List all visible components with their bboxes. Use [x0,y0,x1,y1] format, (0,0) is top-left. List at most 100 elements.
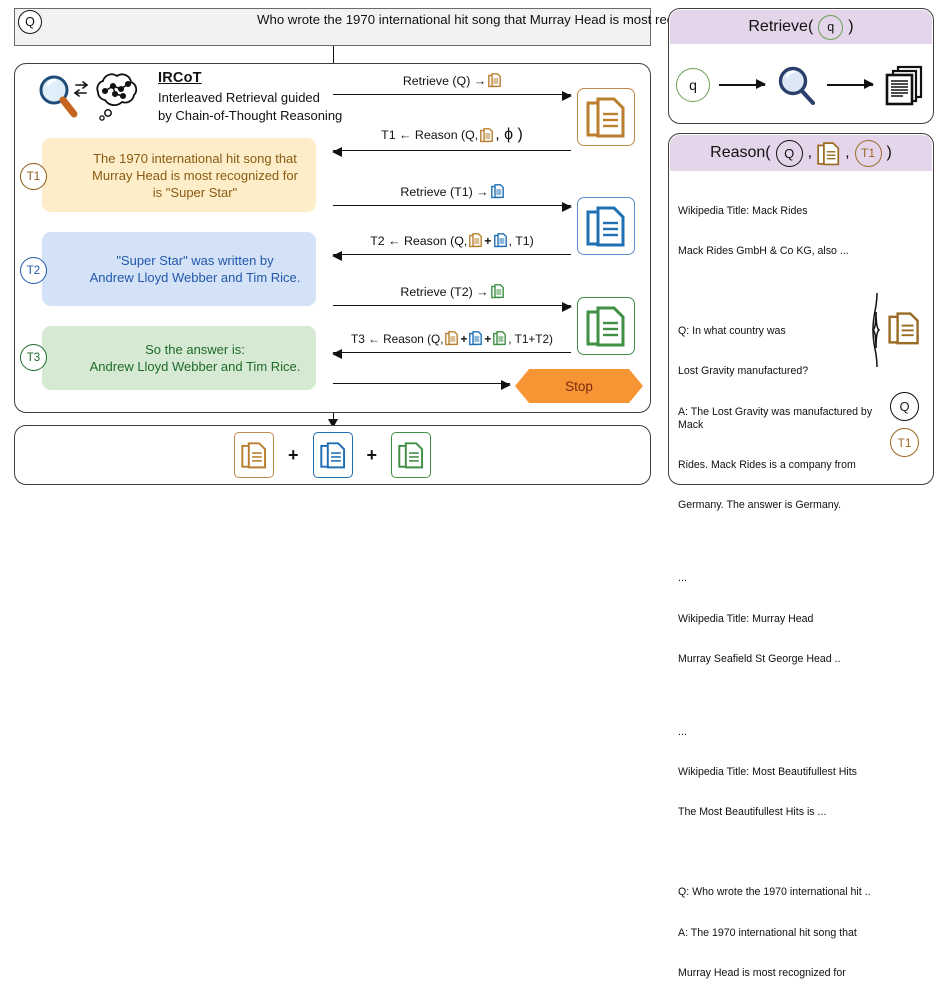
question-badge: Q [18,10,42,34]
plus-sign: + [484,233,492,248]
retrieve-flow-diagram: q [668,45,934,124]
reason-header-badge-t1: T1 [854,139,882,167]
docbox-small-brown [233,432,274,478]
document-stack-icon-brown [586,97,625,138]
retrieve-header-badge-q: q [818,14,844,40]
docbox-blue [577,197,635,255]
reason-header-suffix: ) [886,144,892,161]
document-icon-brown [445,331,459,346]
retrieve-header-prefix: Retrieve( [748,18,814,35]
document-icon-blue [493,233,507,248]
reason-line-9: ... [678,572,687,585]
reason-definition-panel: Reason( Q , , T1 ) [668,133,934,485]
reason-header-sep-2: , [845,144,850,161]
document-icon-brown [480,127,494,142]
reason-line-17: A: The 1970 international hit song that [678,926,857,939]
arrow-reason-t3: T3 ← Reason (Q, + + , T1+T2) [332,327,571,359]
thought-t3-line1: So the answer is: [145,342,245,357]
reason-side-badge-t1: T1 [890,428,919,457]
arrow-retrieve-q-label: Retrieve (Q) → [333,73,571,88]
retrieve-definition-panel: Retrieve( q ) [668,8,934,124]
document-stack-icon-blue [586,206,625,247]
ircot-subtitle-line2: by Chain-of-Thought Reasoning [158,108,343,123]
thought-box-t3: So the answer is: Andrew Lloyd Webber an… [42,326,316,390]
docbox-small-blue [312,432,353,478]
reason-header-sep-1: , [807,144,813,161]
reason-line-spacer-4 [678,847,890,860]
reason-line-2: Mack Rides GmbH & Co KG, also ... [678,245,849,258]
arrow-reason-t1: T1 ← Reason (Q, , ϕ ) [332,125,571,157]
document-icon-blue [490,184,504,199]
document-stack-icon-green [398,442,424,469]
thought-t1-line1: The 1970 international hit song that [93,150,297,166]
reason-line-5: Lost Gravity manufactured? [678,365,809,378]
reason-line-4: Q: In what country was [678,325,786,338]
ircot-title: IRCoT [158,70,202,86]
document-stack-icon-black [885,65,923,105]
question-text: Who wrote the 1970 international hit son… [257,11,746,27]
thought-t1-line2: Murray Head is most recognized for [92,167,298,183]
arrow-retrieve-t2: Retrieve (T2) → [333,280,572,312]
arrow-retrieve-t2-label: Retrieve (T2) → [333,284,571,299]
reason-line-13: Wikipedia Title: Most Beautifullest Hits [678,766,857,779]
question-bar [14,8,651,46]
stop-label: Stop [565,378,593,394]
reason-line-8: Germany. The answer is Germany. [678,499,842,512]
retrieve-panel-header: Retrieve( q ) [670,10,932,44]
plus-sign-2: + [366,444,378,465]
curly-brace-icon [872,292,881,368]
connector-arrowhead-down [327,419,338,428]
document-icon-green [490,284,504,299]
reason-line-1: Wikipedia Title: Mack Rides [678,204,808,217]
arrow-retrieve-t1-label: Retrieve (T1) → [333,184,571,199]
arrow-reason-t2: T2 ← Reason (Q, + , T1) [332,229,571,261]
thought-t2-line1: "Super Star" was written by [116,253,274,268]
arrow-reason-t1-label: T1 ← Reason (Q, , ϕ ) [381,126,523,143]
reason-line-6: A: The Lost Gravity was manufactured by … [678,405,876,431]
thought-t1-line3: is "Super Star" [152,184,238,200]
reason-line-11: Murray Seafield St George Head .. [678,652,841,665]
reason-line-16: Q: Who wrote the 1970 international hit … [678,886,871,899]
retrieve-flow-arrow-2 [827,78,874,89]
reason-side-badge-q: Q [890,392,919,421]
document-stack-icon-brown [241,442,267,469]
plus-sign: + [460,331,468,346]
document-stack-icon-blue [319,442,345,469]
reason-panel-body: Wikipedia Title: Mack Rides Mack Rides G… [678,178,890,986]
retrieve-flow-query-badge: q [676,67,710,102]
retrieve-flow-arrow-1 [719,78,766,89]
reason-line-12: ... [678,725,687,738]
ircot-subtitle-line1: Interleaved Retrieval guided [158,90,320,105]
document-icon-brown [469,233,483,248]
thought-badge-t1: T1 [20,163,47,190]
magnifier-thought-cloud-icon [39,73,138,121]
reason-line-14: The Most Beautifullest Hits is ... [678,806,827,819]
plus-sign: + [484,331,492,346]
docbox-small-green [391,432,432,478]
document-stack-icon-green [586,306,625,347]
arrow-retrieve-q: Retrieve (Q) → [333,69,572,101]
document-stack-icon-brown [817,141,840,165]
reason-line-spacer-2 [678,540,890,546]
document-stack-icon-brown [888,312,919,345]
thought-box-t1: The 1970 international hit song that Mur… [42,138,316,212]
reason-header-badge-q: Q [775,139,803,167]
thought-box-t2: "Super Star" was written by Andrew Lloyd… [42,232,316,306]
reason-line-7: Rides. Mack Rides is a company from [678,459,856,472]
document-icon-brown [488,73,502,88]
aggregated-docs-row: + + [14,425,651,485]
stop-flag: Stop [515,369,643,403]
arrow-reason-t2-label: T2 ← Reason (Q, + , T1) [370,233,534,248]
arrow-retrieve-t1: Retrieve (T1) → [333,180,572,212]
arrow-reason-t3-label: T3 ← Reason (Q, + + , T1+T2) [351,331,553,346]
thought-t2-line2: Andrew Lloyd Webber and Tim Rice. [89,270,301,285]
thought-badge-t3: T3 [20,344,47,371]
plus-sign-1: + [287,444,299,465]
docbox-brown [577,88,635,146]
reason-line-spacer-1 [678,285,890,298]
thought-badge-t2: T2 [20,257,47,284]
docbox-green [577,297,635,355]
thought-t3-line2: Andrew Lloyd Webber and Tim Rice. [89,359,301,374]
magnifier-icon [778,66,816,105]
reason-panel-header: Reason( Q , , T1 ) [670,135,932,171]
